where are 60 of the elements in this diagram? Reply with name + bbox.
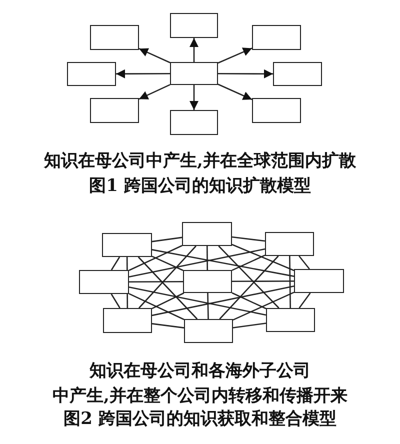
caption-text: 知识在母公司中产生,并在全球范围内扩散 [42, 151, 357, 171]
connector-line [110, 256, 120, 270]
empty-box [90, 25, 139, 50]
empty-box [265, 232, 314, 256]
connector-line [232, 244, 294, 272]
connector-line [138, 256, 198, 320]
connector-line [110, 294, 120, 308]
empty-box [252, 98, 301, 123]
connector-line [138, 246, 196, 308]
arrow [190, 85, 198, 110]
empty-box [252, 25, 301, 50]
empty-box [294, 269, 344, 293]
caption-text: 图1 跨国公司的知识扩散模型 [88, 176, 312, 196]
empty-box [273, 62, 322, 86]
caption-text: 知识在母公司和各海外子公司 [88, 361, 312, 381]
arrow [138, 48, 170, 64]
connector-line [206, 246, 208, 270]
empty-box [103, 308, 152, 333]
arrow [218, 69, 273, 78]
empty-box [79, 270, 129, 294]
empty-box [67, 62, 116, 86]
connector-line [152, 249, 294, 277]
connector-line [232, 292, 266, 310]
connector-line [152, 286, 294, 316]
empty-box [266, 308, 315, 332]
connector-line [207, 292, 209, 320]
arrow [218, 48, 252, 64]
arrow [190, 38, 198, 62]
empty-box [170, 62, 218, 85]
connector-line [128, 293, 184, 320]
empty-box [183, 270, 232, 293]
empty-box [90, 98, 139, 123]
connector-line [128, 245, 182, 271]
arrow [116, 69, 170, 78]
connector-line [232, 236, 266, 242]
arrow [138, 84, 170, 100]
connector-line [152, 236, 182, 242]
caption-text: 图2 跨国公司的知识获取和整合模型 [62, 409, 338, 429]
empty-box [170, 110, 218, 135]
empty-box [184, 319, 233, 343]
connector-line [219, 256, 279, 320]
connector-line [232, 322, 266, 328]
connector-line [232, 292, 294, 320]
caption-text: 中产生,并在整个公司内转移和传播开来 [52, 386, 348, 406]
connector-line [218, 246, 280, 308]
empty-box [102, 233, 152, 257]
connector-line [298, 256, 310, 270]
connector-line [152, 256, 184, 271]
connector-line [128, 286, 266, 316]
connector-line [232, 254, 266, 271]
connector-line [152, 292, 184, 310]
connector-line [289, 256, 291, 308]
connector-line [128, 248, 266, 278]
connector-line [298, 292, 311, 308]
connector-line [129, 280, 183, 283]
empty-box [170, 13, 218, 38]
connector-line [232, 280, 294, 282]
arrow [218, 84, 252, 100]
empty-box [182, 222, 232, 246]
connector-line [152, 323, 184, 328]
